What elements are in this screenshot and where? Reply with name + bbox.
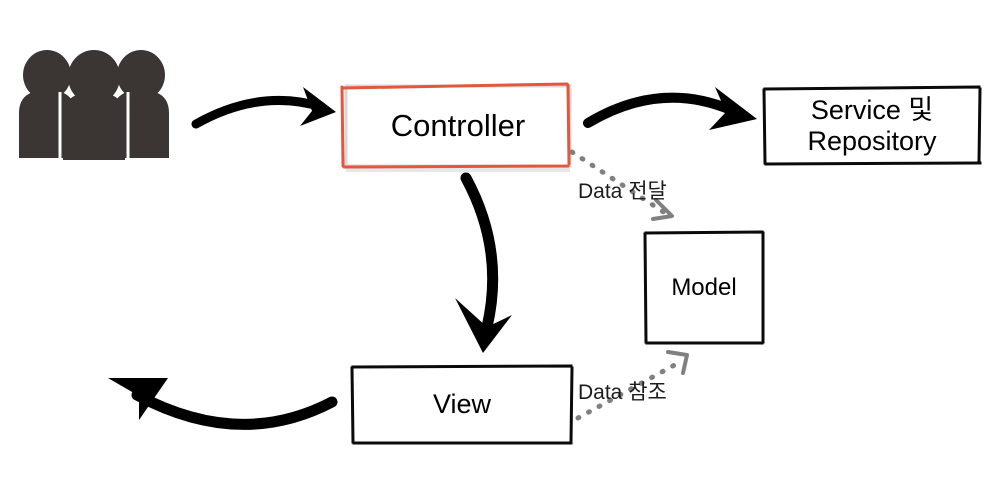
arrow-controller-to-model (569, 149, 674, 221)
service-repository-node-shape[interactable] (762, 85, 982, 166)
users-icon (19, 50, 169, 160)
arrow-view-to-model (575, 350, 689, 421)
arrow-controller-to-view (455, 172, 512, 353)
arrow-controller-to-service (583, 87, 757, 130)
arrow-users-to-controller (191, 87, 336, 129)
view-node-shape[interactable] (350, 364, 574, 445)
controller-node-shape[interactable] (340, 82, 572, 172)
arrow-view-to-users (108, 378, 338, 430)
model-node-shape[interactable] (643, 230, 765, 345)
